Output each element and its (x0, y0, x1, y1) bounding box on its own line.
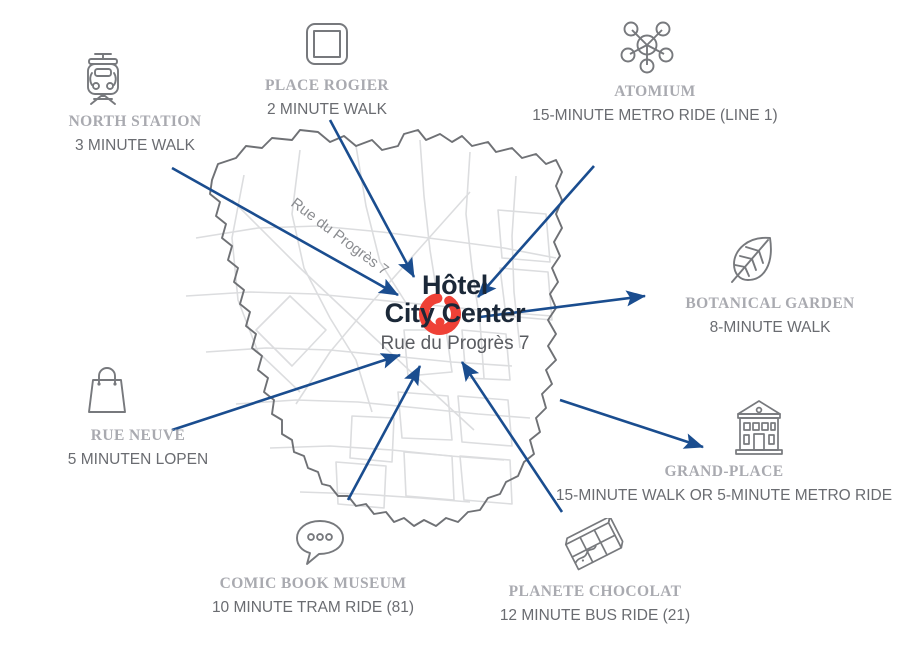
poi-title: BOTANICAL GARDEN (685, 295, 855, 312)
poi-atomium[interactable]: ATOMIUM 15-MINUTE METRO RIDE (LINE 1) (520, 18, 790, 127)
poi-comic-book-museum[interactable]: COMIC BOOK MUSEUM 10 MINUTE TRAM RIDE (8… (188, 516, 438, 619)
arrow-north-station (171, 166, 399, 297)
arrow-group (171, 119, 704, 513)
hotel-name-line1: Hôtel (421, 270, 488, 300)
street-network (185, 139, 557, 509)
classical-building-icon (735, 400, 783, 455)
arrow-atomium (477, 165, 595, 298)
poi-planete-chocolat[interactable]: PLANETE CHOCOLAT 12 MINUTE BUS RIDE (21) (470, 518, 720, 627)
arrow-place-rogier (328, 119, 416, 278)
poi-title: GRAND-PLACE (664, 463, 784, 480)
arrow-grand-place (559, 398, 704, 449)
hotel-name: Hôtel City Center (330, 270, 580, 328)
poi-subtitle: 15-MINUTE METRO RIDE (LINE 1) (532, 106, 778, 124)
arrow-botanical (479, 290, 647, 319)
poi-title: ATOMIUM (614, 83, 696, 100)
poi-subtitle: 2 MINUTE WALK (267, 100, 387, 118)
poi-subtitle: 5 MINUTEN LOPEN (67, 450, 209, 468)
poi-rue-neuve[interactable]: RUE NEUVE 5 MINUTEN LOPEN (18, 362, 258, 471)
poi-north-station[interactable]: NORTH STATION 3 MINUTE WALK (20, 48, 250, 157)
poi-subtitle: 8-MINUTE WALK (709, 318, 831, 336)
tram-icon (87, 53, 119, 105)
poi-subtitle: 15-MINUTE WALK OR 5-MINUTE METRO RIDE (555, 486, 893, 504)
speech-bubble-icon (296, 520, 344, 565)
poi-subtitle: 12 MINUTE BUS RIDE (21) (499, 606, 691, 624)
arrow-comic (346, 365, 422, 501)
poi-title: COMIC BOOK MUSEUM (219, 575, 407, 592)
square-plaza-icon (306, 23, 348, 65)
arrow-rue-neuve (171, 353, 401, 432)
hotel-center-label: Hôtel City Center Rue du Progrès 7 (330, 270, 580, 355)
poi-title: RUE NEUVE (90, 427, 186, 444)
chocolate-bar-icon (564, 518, 624, 571)
region-outline (209, 129, 563, 527)
poi-place-rogier[interactable]: PLACE ROGIER 2 MINUTE WALK (222, 18, 432, 121)
poi-title: NORTH STATION (68, 113, 202, 130)
arrow-chocolat (460, 361, 564, 513)
shopping-bag-icon (88, 367, 126, 413)
poi-botanical-garden[interactable]: BOTANICAL GARDEN 8-MINUTE WALK (640, 232, 900, 339)
poi-title: PLACE ROGIER (264, 77, 390, 94)
poi-grand-place[interactable]: GRAND-PLACE 15-MINUTE WALK OR 5-MINUTE M… (548, 396, 900, 507)
poi-subtitle: 10 MINUTE TRAM RIDE (81) (211, 598, 415, 616)
poi-subtitle: 3 MINUTE WALK (75, 136, 195, 154)
poi-title: PLANETE CHOCOLAT (508, 583, 682, 600)
atom-molecule-icon (620, 21, 674, 74)
circle-marker-icon (419, 293, 461, 335)
hotel-name-line2: City Center (384, 297, 526, 328)
leaf-icon (731, 237, 772, 283)
hotel-address: Rue du Progrès 7 (380, 332, 530, 354)
